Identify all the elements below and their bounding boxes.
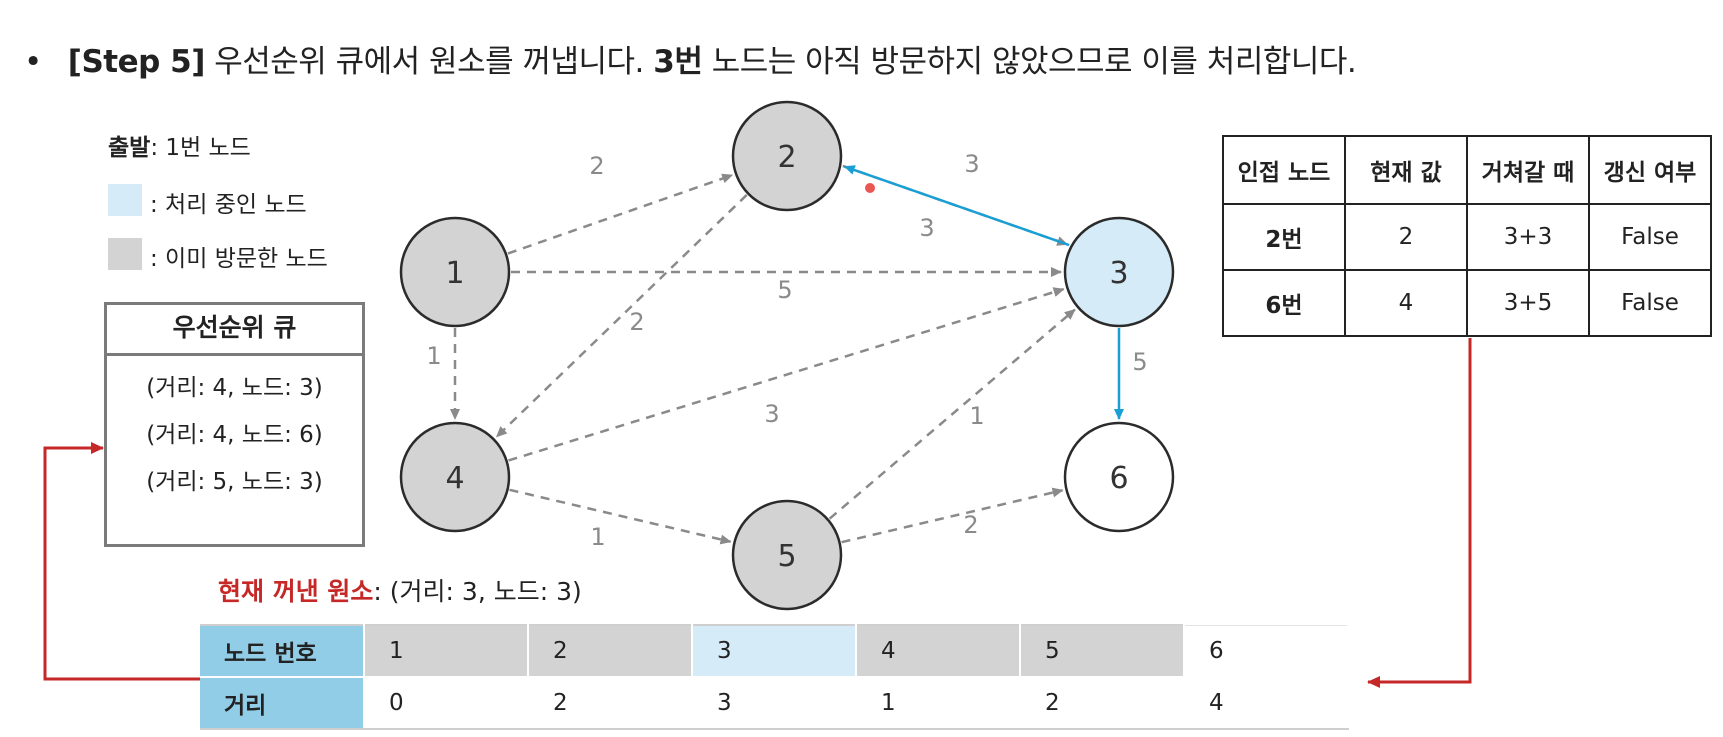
adjacency-table: 인접 노드 현재 값 거쳐갈 때 갱신 여부 2번 2 3+3 False 6번… [1222, 135, 1712, 337]
graph-node-2 [731, 100, 843, 212]
distance-row: 거리 0 2 3 1 2 4 [200, 676, 1349, 730]
distance-cell: 2 [1020, 676, 1185, 730]
table-cell: 4 [1344, 269, 1468, 337]
edge-2-4 [495, 194, 748, 438]
red-arrow-to-table [1367, 338, 1472, 688]
node-number-cell: 2 [528, 624, 693, 678]
graph-node-1 [399, 216, 511, 328]
processing-swatch [108, 184, 142, 216]
priority-queue-box: 우선순위 큐 (거리: 4, 노드: 3) (거리: 4, 노드: 6) (거리… [104, 302, 365, 547]
graph-node-6 [1063, 421, 1175, 533]
graph-node-5 [731, 499, 843, 611]
table-cell: 3+5 [1466, 269, 1590, 337]
legend-processing: : 처리 중인 노드 [150, 192, 307, 218]
col-header: 현재 값 [1344, 135, 1468, 205]
col-header: 거쳐갈 때 [1466, 135, 1590, 205]
legend-start-value: : 1번 노드 [150, 135, 251, 161]
row-header: 노드 번호 [200, 624, 365, 678]
edge-5-3 [828, 308, 1076, 520]
queue-item: (거리: 4, 노드: 3) [146, 375, 323, 401]
step-heading: • [Step 5] 우선순위 큐에서 원소를 꺼냅니다. 3번 노드는 아직 방… [24, 36, 1357, 81]
distance-cell: 0 [364, 676, 529, 730]
node-number-row: 노드 번호 1 2 3 4 5 6 [200, 624, 1349, 678]
queue-item: (거리: 4, 노드: 6) [146, 422, 323, 448]
edge-3-2 [843, 165, 1070, 247]
distance-table: 노드 번호 1 2 3 4 5 6 거리 0 2 3 1 2 4 [200, 624, 1349, 730]
red-arrow-to-queue [43, 442, 200, 681]
graph-node-3 [1063, 216, 1175, 328]
step-label: [Step 5] [67, 44, 206, 80]
adjacency-header-row: 인접 노드 현재 값 거쳐갈 때 갱신 여부 [1222, 135, 1712, 205]
node-number-cell: 6 [1184, 624, 1349, 678]
edge-weight-label: 5 [1132, 348, 1147, 376]
current-element-value: : (거리: 3, 노드: 3) [373, 577, 582, 606]
node-number-cell: 5 [1020, 624, 1185, 678]
legend-start-label: 출발 [108, 135, 151, 161]
col-header: 갱신 여부 [1588, 135, 1712, 205]
edge-4-5 [509, 488, 732, 545]
edge-weight-label: 3 [764, 400, 779, 428]
distance-cell: 2 [528, 676, 693, 730]
visited-swatch [108, 238, 142, 270]
adjacency-row: 2번 2 3+3 False [1222, 203, 1712, 271]
col-header: 인접 노드 [1222, 135, 1346, 205]
node-number-cell: 1 [364, 624, 529, 678]
edge-1-2 [507, 173, 734, 255]
graph-node-label: 6 [1109, 461, 1128, 496]
adjacency-row: 6번 4 3+5 False [1222, 269, 1712, 337]
heading-node: 3번 [653, 44, 703, 80]
edge-weight-label: 2 [629, 308, 644, 336]
edge-weight-label: 1 [590, 523, 605, 551]
table-cell: False [1588, 203, 1712, 271]
edge-weight-label: 3 [964, 150, 979, 178]
distance-cell: 3 [692, 676, 857, 730]
table-cell: 3+3 [1466, 203, 1590, 271]
heading-text-2: 노드는 아직 방문하지 않았으므로 이를 처리합니다. [702, 44, 1357, 80]
edge-weight-label: 1 [969, 402, 984, 430]
graph-node-label: 2 [777, 140, 796, 175]
current-element-label: 현재 꺼낸 원소 [218, 577, 374, 606]
edge-weight-label: 2 [963, 511, 978, 539]
legend-start: 출발: 1번 노드 [108, 128, 251, 162]
priority-queue-title: 우선순위 큐 [107, 305, 362, 356]
heading-text-1: 우선순위 큐에서 원소를 꺼냅니다. [204, 44, 654, 80]
cursor-dot [865, 183, 875, 193]
distance-cell: 1 [856, 676, 1021, 730]
graph-node-4 [399, 421, 511, 533]
edge-5-6 [841, 487, 1064, 544]
current-element: 현재 꺼낸 원소: (거리: 3, 노드: 3) [218, 572, 582, 608]
row-header: 거리 [200, 676, 365, 730]
edge-weight-label: 3 [919, 214, 934, 242]
edge-weight-label: 2 [589, 152, 604, 180]
table-cell: 2 [1344, 203, 1468, 271]
table-cell: 2번 [1222, 203, 1346, 271]
graph-node-label: 1 [445, 256, 464, 291]
graph-node-label: 3 [1109, 256, 1128, 291]
node-number-cell: 4 [856, 624, 1021, 678]
legend-visited: : 이미 방문한 노드 [150, 246, 328, 272]
queue-item: (거리: 5, 노드: 3) [146, 469, 323, 495]
bullet: • [24, 44, 42, 80]
node-number-cell: 3 [692, 624, 857, 678]
edge-4-3 [508, 287, 1065, 462]
edge-weight-label: 5 [777, 276, 792, 304]
table-cell: 6번 [1222, 269, 1346, 337]
distance-cell: 4 [1184, 676, 1349, 730]
graph-node-label: 4 [445, 461, 464, 496]
edge-weight-label: 1 [426, 342, 441, 370]
table-cell: False [1588, 269, 1712, 337]
graph-node-label: 5 [777, 539, 796, 574]
